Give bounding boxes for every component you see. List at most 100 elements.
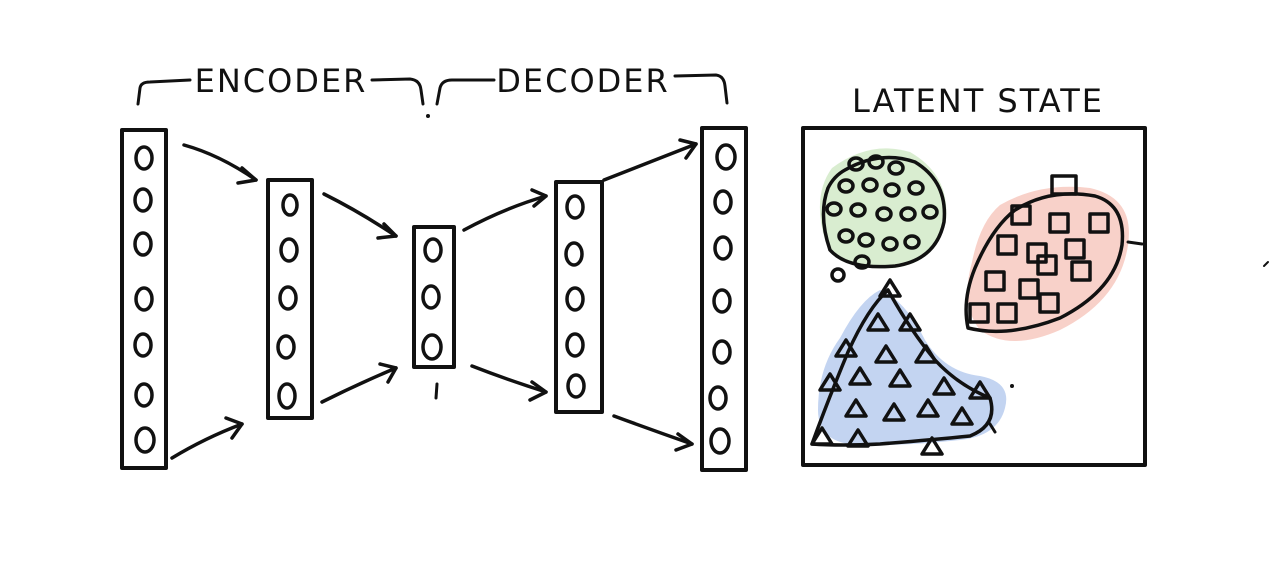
neuron	[134, 382, 154, 408]
neuron	[713, 189, 733, 215]
triangle-marker	[874, 344, 898, 364]
square-cluster-tick	[1126, 240, 1144, 246]
cluster-squares-blob	[967, 186, 1129, 341]
stray-dot	[1010, 384, 1014, 388]
triangle-marker	[888, 368, 912, 388]
arrow	[322, 192, 398, 240]
circle-marker	[853, 254, 871, 270]
arrow	[462, 188, 548, 232]
decoder-bracket	[435, 73, 729, 106]
neuron	[278, 285, 298, 311]
layer-encoder-hidden	[266, 178, 314, 420]
square-marker	[1064, 238, 1086, 260]
neuron	[709, 427, 731, 455]
layer-bottleneck	[412, 225, 456, 400]
decoder-label: DECODER	[496, 62, 669, 100]
layer-output	[700, 126, 748, 472]
latent-state-title: LATENT STATE	[852, 82, 1104, 120]
cluster-triangles-blob	[818, 290, 1007, 446]
circle-marker	[837, 228, 855, 244]
circle-marker	[899, 206, 917, 222]
triangle-marker	[818, 372, 842, 392]
neuron	[134, 426, 156, 454]
triangle-marker	[882, 402, 906, 422]
layer-input	[120, 128, 168, 470]
neuron	[423, 237, 443, 263]
circle-marker	[861, 177, 879, 193]
square-marker	[1038, 292, 1060, 314]
neuron	[133, 332, 153, 358]
encoder-label: ENCODER	[195, 62, 368, 100]
neuron	[281, 193, 299, 217]
circle-marker	[887, 160, 905, 176]
encoder-bracket	[136, 77, 425, 106]
triangle-marker	[848, 366, 872, 386]
arrow	[612, 414, 694, 452]
square-markers	[968, 174, 1110, 324]
circle-marker	[907, 180, 925, 196]
square-marker	[1070, 260, 1092, 282]
circle-marker	[875, 206, 893, 222]
square-marker	[984, 270, 1006, 292]
circle-marker	[837, 178, 855, 194]
neuron	[134, 145, 154, 171]
circle-marker	[857, 232, 875, 248]
triangle-marker	[866, 312, 890, 332]
square-marker	[996, 302, 1018, 324]
circle-markers	[825, 154, 939, 283]
arrows	[170, 138, 698, 460]
circle-marker	[903, 234, 921, 250]
triangle-marker	[844, 398, 868, 418]
neuron	[565, 332, 585, 358]
square-marker	[1088, 212, 1110, 234]
arrow	[182, 143, 258, 185]
triangle-markers	[810, 278, 992, 456]
neuron	[713, 235, 733, 261]
neuron	[276, 334, 296, 360]
square-marker	[1010, 204, 1032, 226]
circle-marker	[849, 202, 867, 218]
triangle-marker	[846, 428, 870, 448]
triangle-marker	[950, 406, 974, 426]
triangle-marker	[878, 278, 902, 298]
neuron	[134, 286, 154, 312]
triangle-marker	[932, 376, 956, 396]
circle-marker	[867, 154, 885, 170]
neuron	[715, 143, 737, 171]
neuron	[133, 187, 153, 213]
square-marker	[968, 302, 990, 324]
square-marker	[1050, 174, 1078, 196]
triangle-marker	[968, 380, 992, 400]
circle-marker	[825, 201, 843, 217]
triangle-marker	[920, 436, 944, 456]
circle-marker	[881, 236, 899, 252]
square-marker	[1048, 212, 1070, 234]
layer-decoder-hidden	[554, 180, 604, 414]
arrow	[320, 362, 398, 404]
circle-marker	[921, 204, 939, 220]
triangle-marker	[810, 426, 834, 446]
arrow	[470, 364, 548, 402]
circle-marker	[847, 156, 865, 172]
arrow	[170, 416, 244, 460]
neuron	[566, 373, 586, 399]
cluster-circles-outline	[821, 155, 947, 269]
neuron	[421, 284, 441, 310]
square-marker	[1036, 254, 1058, 276]
square-marker	[996, 234, 1018, 256]
triangle-cluster-tick	[988, 422, 997, 434]
arrow	[602, 138, 698, 182]
neuron	[565, 194, 585, 220]
triangle-marker	[834, 338, 858, 358]
neuron	[565, 286, 585, 312]
triangle-marker	[898, 312, 922, 332]
stray-mark	[1263, 261, 1269, 267]
cluster-squares-outline	[964, 192, 1125, 334]
neuron	[564, 241, 584, 267]
neuron	[708, 385, 728, 411]
triangle-marker	[914, 344, 938, 364]
square-marker	[1018, 278, 1040, 300]
neuron	[133, 231, 153, 257]
triangle-marker	[916, 398, 940, 418]
circle-marker	[830, 267, 846, 283]
